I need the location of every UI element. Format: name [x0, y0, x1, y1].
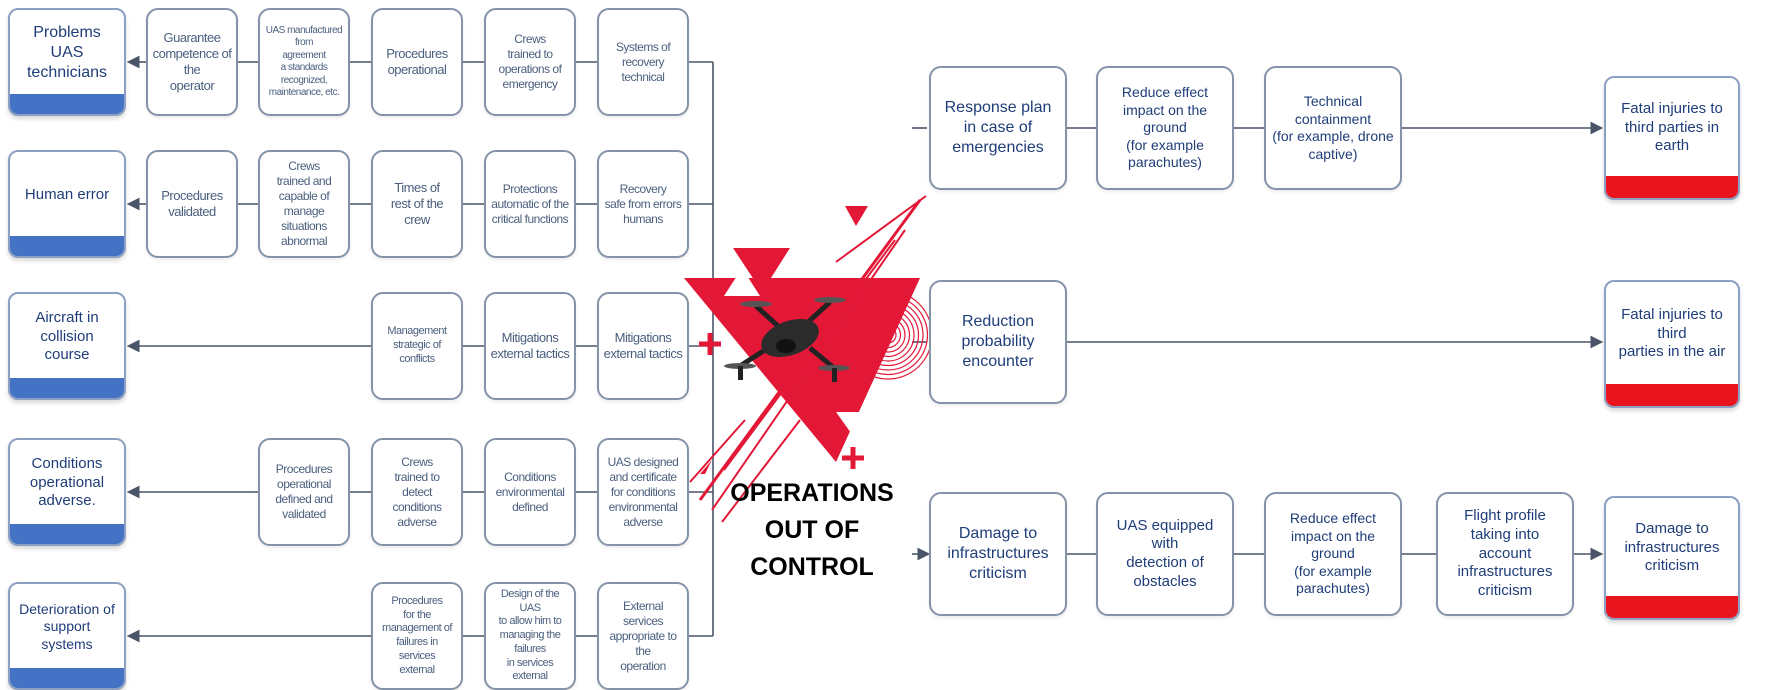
- control-box[interactable]: Times of rest of the crew: [371, 150, 463, 258]
- control-label: Recovery safe from errors humans: [604, 181, 682, 226]
- recovery-label: Damage to infrastructures criticism: [947, 525, 1049, 582]
- threat-box[interactable]: Human error: [8, 150, 126, 258]
- decor-stripe: [721, 419, 801, 523]
- plus-icon: [842, 447, 864, 469]
- consequence-box[interactable]: Damage to infrastructures criticism: [1604, 496, 1740, 620]
- recovery-box[interactable]: Response plan in case of emergencies: [929, 66, 1067, 190]
- consequence-box[interactable]: Fatal injuries to third parties in earth: [1604, 76, 1740, 200]
- top-event-title: OPERATIONS OUT OF CONTROL: [730, 479, 894, 581]
- threat-label: Aircraft in collision course: [35, 308, 99, 364]
- control-box[interactable]: Crews trained to detect conditions adver…: [371, 438, 463, 546]
- threat-box[interactable]: Aircraft in collision course: [8, 292, 126, 400]
- recovery-label: Technical containment (for example, dron…: [1272, 93, 1394, 162]
- control-box[interactable]: Procedures validated: [146, 150, 238, 258]
- decor-triangle: [845, 206, 868, 226]
- control-label: Protections automatic of the critical fu…: [491, 181, 569, 226]
- recovery-box[interactable]: Damage to infrastructures criticism: [929, 492, 1067, 616]
- control-label: Procedures for the management of failure…: [382, 594, 452, 676]
- decor-stripe: [711, 229, 906, 511]
- control-label: UAS designed and certificate for conditi…: [607, 454, 679, 529]
- control-box[interactable]: Management strategic of conflicts: [371, 292, 463, 400]
- decor-stripe: [689, 419, 746, 483]
- control-label: Crews trained to detect conditions adver…: [392, 454, 442, 529]
- control-box[interactable]: UAS manufactured from agreement a standa…: [258, 8, 350, 116]
- control-box[interactable]: Crews trained to operations of emergency: [484, 8, 576, 116]
- control-label: Procedures operational: [386, 45, 448, 77]
- drone-hazard-graphic: [684, 195, 933, 523]
- control-box[interactable]: Procedures operational defined and valid…: [258, 438, 350, 546]
- consequence-label: Fatal injuries to third parties in earth: [1621, 99, 1723, 155]
- control-label: Management strategic of conflicts: [387, 325, 447, 365]
- recovery-box[interactable]: Flight profile taking into account infra…: [1436, 492, 1574, 616]
- plus-icon: [699, 333, 721, 355]
- control-box[interactable]: Guarantee competence of the operator: [146, 8, 238, 116]
- recovery-label: Reduce effect impact on the ground (for …: [1121, 84, 1209, 171]
- control-label: External services appropriate to the ope…: [609, 598, 677, 673]
- control-label: Procedures validated: [161, 187, 223, 219]
- control-label: Crews trained and capable of manage situ…: [276, 159, 332, 248]
- consequence-box[interactable]: Fatal injuries to third parties in the a…: [1604, 280, 1740, 408]
- recovery-label: Reduce effect impact on the ground (for …: [1289, 510, 1377, 597]
- recovery-box[interactable]: UAS equipped with detection of obstacles: [1096, 492, 1234, 616]
- control-box[interactable]: Procedures for the management of failure…: [371, 582, 463, 690]
- recovery-box[interactable]: Reduce effect impact on the ground (for …: [1264, 492, 1402, 616]
- threat-box[interactable]: Problems UAS technicians: [8, 8, 126, 116]
- control-box[interactable]: Protections automatic of the critical fu…: [484, 150, 576, 258]
- control-label: Mitigations external tactics: [490, 329, 570, 361]
- control-label: Crews trained to operations of emergency: [498, 32, 562, 91]
- recovery-label: UAS equipped with detection of obstacles: [1116, 516, 1214, 590]
- decor-triangle: [724, 268, 760, 296]
- control-label: Procedures operational defined and valid…: [275, 462, 333, 521]
- recovery-box[interactable]: Reduce effect impact on the ground (for …: [1096, 66, 1234, 190]
- threat-label: Conditions operational adverse.: [29, 454, 105, 510]
- control-box[interactable]: Crews trained and capable of manage situ…: [258, 150, 350, 258]
- control-box[interactable]: Procedures operational: [371, 8, 463, 116]
- warning-triangle: [684, 278, 920, 462]
- threat-label: Problems UAS technicians: [26, 24, 108, 81]
- control-box[interactable]: Mitigations external tactics: [484, 292, 576, 400]
- consequence-label: Fatal injuries to third parties in the a…: [1618, 305, 1726, 361]
- control-label: Mitigations external tactics: [603, 329, 683, 361]
- control-box[interactable]: UAS designed and certificate for conditi…: [597, 438, 689, 546]
- drone-icon: [724, 297, 850, 382]
- recovery-label: Reduction probability encounter: [961, 313, 1035, 370]
- control-label: Times of rest of the crew: [390, 179, 444, 228]
- control-box[interactable]: Design of the UAS to allow him to managi…: [484, 582, 576, 690]
- decor-stripe: [723, 239, 896, 471]
- decor-triangle: [894, 254, 912, 266]
- control-label: Design of the UAS to allow him to managi…: [498, 587, 562, 683]
- consequence-label: Damage to infrastructures criticism: [1624, 519, 1720, 575]
- control-box[interactable]: Systems of recovery technical: [597, 8, 689, 116]
- decor-triangle: [700, 460, 712, 474]
- control-label: UAS manufactured from agreement a standa…: [265, 24, 343, 99]
- control-label: Systems of recovery technical: [615, 39, 671, 84]
- control-label: Conditions environmental defined: [495, 469, 565, 514]
- threat-label: Human error: [24, 185, 110, 203]
- control-box[interactable]: Conditions environmental defined: [484, 438, 576, 546]
- control-box[interactable]: External services appropriate to the ope…: [597, 582, 689, 690]
- decor-triangle: [836, 412, 872, 440]
- decor-stripe: [835, 195, 927, 263]
- recovery-box[interactable]: Reduction probability encounter: [929, 280, 1067, 404]
- control-box[interactable]: Recovery safe from errors humans: [597, 150, 689, 258]
- threat-box[interactable]: Conditions operational adverse.: [8, 438, 126, 546]
- recovery-label: Flight profile taking into account infra…: [1457, 507, 1553, 600]
- threat-label: Deterioration of support systems: [19, 600, 115, 652]
- control-box[interactable]: Mitigations external tactics: [597, 292, 689, 400]
- connector-lines: [126, 55, 1604, 643]
- control-label: Guarantee competence of the operator: [152, 29, 232, 94]
- threat-box[interactable]: Deterioration of support systems: [8, 582, 126, 690]
- recovery-box[interactable]: Technical containment (for example, dron…: [1264, 66, 1402, 190]
- recovery-label: Response plan in case of emergencies: [944, 99, 1052, 156]
- decor-triangle: [733, 248, 790, 292]
